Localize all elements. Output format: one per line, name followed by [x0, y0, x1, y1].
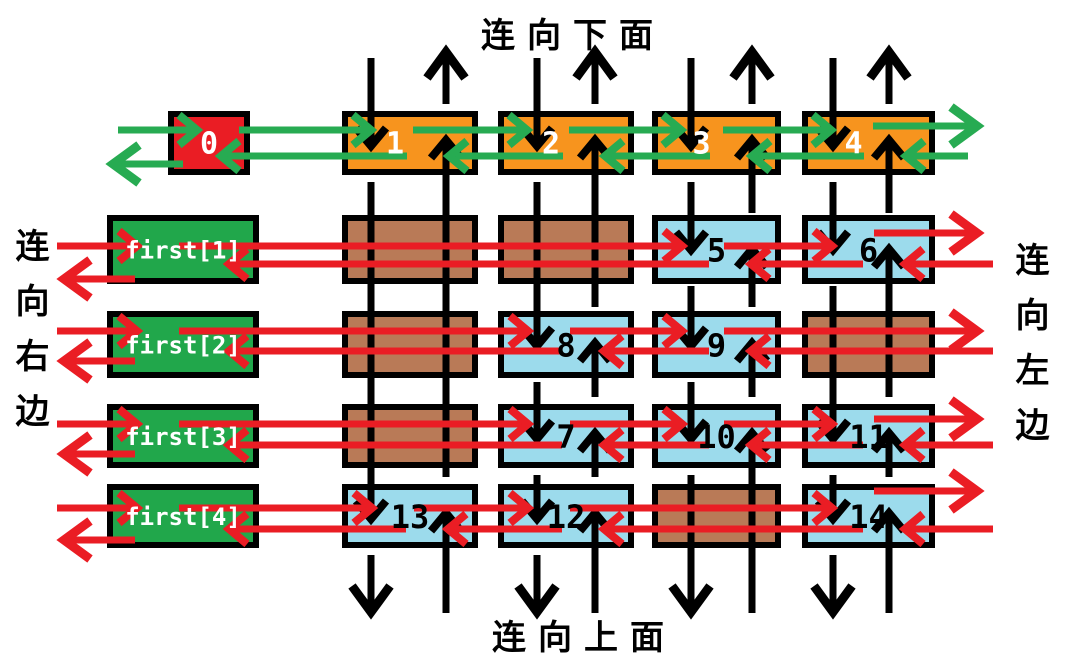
pointer-box-label: first[3] [125, 423, 241, 451]
empty-cell-r4c3 [652, 484, 781, 548]
arrowhead-up [870, 506, 908, 534]
node-label: 10 [697, 418, 736, 456]
arrowhead-right [507, 489, 535, 527]
header-node-label: 3 [692, 127, 710, 162]
arrowhead-left [56, 517, 93, 563]
arrowhead-right [116, 405, 144, 443]
arrowhead-right [810, 111, 838, 149]
arrowhead-right [506, 111, 534, 149]
arrowhead-left [56, 431, 93, 477]
arrowhead-up [870, 242, 908, 270]
arrowhead-left [441, 510, 469, 548]
arrowhead-right [660, 111, 688, 149]
arrowhead-right [948, 308, 985, 354]
header-links [105, 103, 985, 187]
arrowhead-right [948, 103, 985, 149]
column-3-links [668, 44, 775, 620]
empty-cell-r2c1 [342, 311, 478, 378]
label-link-to-right: 连向右边 [9, 228, 49, 448]
arrowhead-left [745, 137, 773, 175]
arrowhead-right [351, 489, 379, 527]
label-link-to-below: 连向下面 [481, 16, 665, 56]
arrowhead-right [948, 468, 985, 514]
arrowhead-left [744, 245, 772, 283]
arrowhead-down [672, 229, 710, 257]
arrowhead-left [597, 332, 625, 370]
node-label: 8 [556, 327, 575, 365]
arrowhead-left [222, 426, 250, 464]
pointer-box-4 [107, 484, 259, 548]
arrowhead-up [572, 44, 618, 81]
arrowhead-right [116, 312, 144, 350]
arrowhead-up [866, 44, 912, 81]
arrowhead-left [744, 332, 772, 370]
row-2-links [56, 308, 993, 384]
arrowhead-left [214, 137, 242, 175]
arrowhead-right [948, 210, 985, 256]
pointer-box-label: first[1] [125, 237, 241, 265]
node-label: 6 [859, 232, 878, 270]
row-4-links [56, 468, 993, 563]
node-label: 11 [849, 418, 888, 456]
arrowhead-right [116, 489, 144, 527]
empty-cell-r2c4 [802, 311, 935, 378]
arrowhead-left [222, 245, 250, 283]
header-node-label: 4 [844, 127, 862, 162]
header-node-label: 2 [542, 127, 560, 162]
row-3-links [56, 396, 993, 477]
arrowhead-right [811, 405, 839, 443]
arrowhead-up [423, 44, 469, 81]
pointer-box-label: first[2] [125, 332, 241, 360]
arrowhead-right [507, 312, 535, 350]
arrowhead-left [56, 256, 93, 302]
label-link-to-above: 连向上面 [492, 618, 676, 658]
arrowhead-right [811, 489, 839, 527]
node-label: 5 [707, 232, 726, 270]
arrowhead-left [56, 338, 93, 384]
arrowhead-left [222, 332, 250, 370]
node-label: 12 [547, 498, 586, 536]
arrowhead-right [176, 111, 204, 149]
arrowhead-down [514, 583, 560, 620]
arrowhead-left [899, 137, 927, 175]
arrowhead-left [597, 510, 625, 548]
arrowhead-left [105, 141, 142, 187]
arrowhead-left [597, 426, 625, 464]
arrowhead-right [811, 227, 839, 265]
arrowhead-right [507, 405, 535, 443]
pointer-box-label: first[4] [125, 503, 241, 531]
arrowhead-down [810, 583, 856, 620]
arrowhead-right [116, 227, 144, 265]
arrowhead-up [729, 44, 775, 81]
arrowhead-right [350, 111, 378, 149]
arrowhead-left [898, 426, 926, 464]
arrowhead-left [898, 245, 926, 283]
arrowhead-left [442, 137, 470, 175]
node-label: 14 [849, 498, 888, 536]
label-link-to-left: 连向左边 [1009, 242, 1049, 462]
arrowhead-right [661, 312, 689, 350]
node-label: 7 [556, 418, 575, 456]
arrowhead-right [661, 227, 689, 265]
arrowhead-right [661, 405, 689, 443]
arrowhead-right [948, 396, 985, 442]
arrowhead-left [898, 510, 926, 548]
row-1-links [56, 210, 993, 302]
node-label: 13 [391, 498, 430, 536]
arrowhead-down [348, 583, 394, 620]
header-node-label: 1 [386, 127, 404, 162]
arrowhead-left [222, 510, 250, 548]
arrowhead-left [744, 426, 772, 464]
node-label: 9 [707, 327, 726, 365]
arrowhead-up [870, 133, 908, 161]
arrowhead-down [668, 583, 714, 620]
head-node-0-label: 0 [200, 127, 218, 162]
empty-cell-r3c1 [342, 404, 478, 468]
arrowhead-left [598, 137, 626, 175]
